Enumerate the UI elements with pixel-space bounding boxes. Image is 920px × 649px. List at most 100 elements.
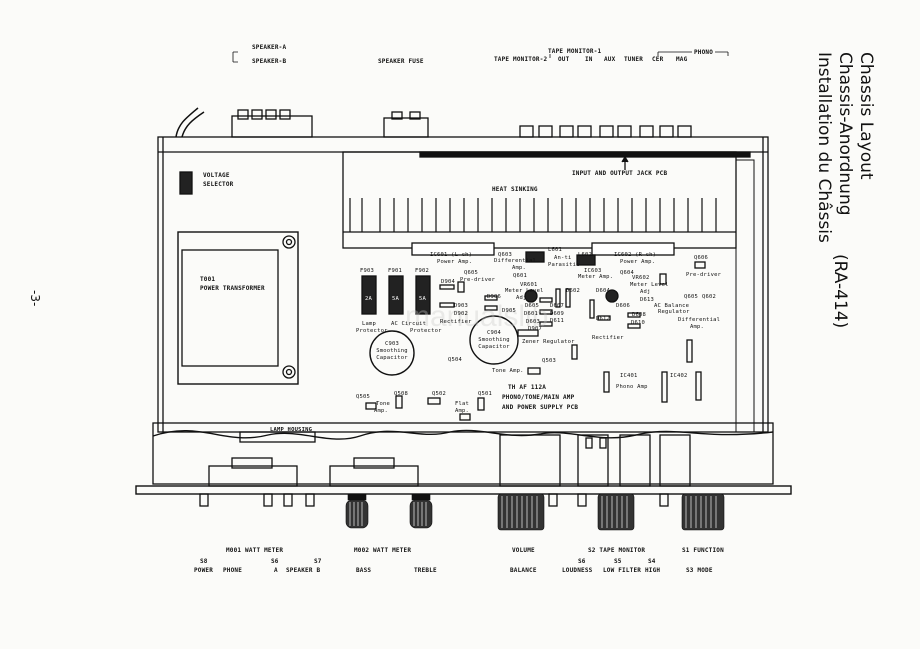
label-d602: D602 (566, 288, 581, 294)
label-pcb-line2: AND POWER SUPPLY PCB (502, 404, 579, 411)
label-flat-amp-2: Amp. (455, 408, 470, 414)
label-q604: Q604 (620, 270, 635, 276)
label-speaker-b: SPEAKER-B (252, 58, 287, 65)
power-transformer (177, 231, 299, 385)
label-d613: D613 (640, 297, 655, 303)
label-f902-val: 5A (419, 296, 427, 302)
label-pcb-line1: PHONO/TONE/MAIN AMP (502, 394, 575, 401)
label-aux: AUX (604, 56, 616, 63)
label-d609: D609 (550, 311, 565, 317)
label-q605-fn: Pre-driver (460, 277, 496, 283)
label-vr601: VR601 (520, 282, 538, 288)
label-speaker-a: SPEAKER-A (252, 44, 287, 51)
front-panel (135, 485, 792, 495)
title-line-2: Chassis-Anordnung (835, 52, 855, 216)
label-d612: D612 (596, 316, 611, 322)
label-lamp-protector-2: Protector (356, 328, 388, 334)
label-f903: F903 (360, 268, 375, 274)
model-label: (RA-414) (830, 254, 850, 329)
title-line-3: Installation du Châssis (814, 52, 834, 243)
label-ic601: IC601 (L-ch) (430, 252, 473, 258)
label-f901: F901 (388, 268, 403, 274)
label-speaker-fuse: SPEAKER FUSE (378, 58, 424, 65)
watermark: manualslib (405, 300, 549, 333)
label-high: HIGH (645, 567, 661, 574)
label-d903: D903 (454, 303, 469, 309)
label-out: OUT (558, 56, 570, 63)
label-d610: D610 (631, 320, 646, 326)
label-treble: TREBLE (414, 567, 437, 574)
label-ic601-fn: Power Amp. (437, 259, 473, 265)
title-line-1: Chassis Layout (856, 52, 876, 180)
fuse-f901 (388, 275, 404, 315)
label-loudness: LOUDNESS (562, 567, 593, 574)
label-d907: D907 (528, 326, 543, 332)
label-balance: BALANCE (510, 567, 537, 574)
label-q601: Q601 (513, 273, 528, 279)
label-q602: Q602 (702, 294, 717, 300)
label-m002: M002 WATT METER (354, 547, 412, 554)
capacitor-c903 (369, 330, 415, 376)
label-s3: S3 MODE (686, 567, 713, 574)
label-speaker-b2: SPEAKER B (286, 567, 321, 574)
label-q603-fn2: Amp. (512, 265, 527, 271)
label-q504: Q504 (448, 357, 463, 363)
label-d907-fn: Zener Regulator (522, 339, 575, 345)
label-d601: D601 (524, 311, 539, 317)
fuse-f902 (415, 275, 431, 315)
label-lamp-protector: Lamp (362, 321, 377, 327)
label-q505: Q505 (356, 394, 371, 400)
label-d613-fn2: Regulator (658, 309, 690, 315)
label-l601-fn2: Parasitic (548, 262, 580, 268)
label-l601-fn: An-ti (554, 255, 572, 261)
label-cer: CER (652, 56, 664, 63)
fuse-f903 (361, 275, 377, 315)
label-low-filter: LOW FILTER (603, 567, 642, 574)
label-s4: S4 (648, 558, 656, 565)
label-l601: L601 (548, 247, 563, 253)
speaker-terminals (231, 115, 313, 138)
function-knob (681, 493, 725, 531)
label-bass: BASS (356, 567, 372, 574)
label-f903-val: 2A (365, 296, 373, 302)
label-s5: S5 (614, 558, 622, 565)
volume-knob (497, 493, 545, 531)
heat-sink-area (342, 151, 737, 249)
label-rectifier-1: Rectifier (440, 319, 472, 325)
label-ac-protector-2: Protector (410, 328, 442, 334)
label-tone-amp-2: Tone (376, 401, 391, 407)
chassis-outline (157, 136, 769, 433)
label-mag: MAG (676, 56, 688, 63)
label-s7: S7 (314, 558, 322, 565)
label-vr602-fn2: Adj (640, 289, 651, 295)
label-d605: D605 (525, 303, 540, 309)
label-tone-amp-1: Tone Amp. (492, 368, 524, 374)
label-f901-val: 5A (392, 296, 400, 302)
label-d906: D906 (487, 294, 502, 300)
label-diff-amp: Differential (678, 317, 721, 323)
label-ic401: IC401 (620, 373, 638, 379)
label-in: IN (585, 56, 593, 63)
label-q605-r: Q605 (684, 294, 699, 300)
label-power-transformer: POWER TRANSFORMER (200, 285, 265, 292)
label-selector: SELECTOR (203, 181, 234, 188)
speaker-fuse-holder (383, 117, 429, 138)
label-d606: D606 (616, 303, 631, 309)
label-diff-amp-2: Amp. (690, 324, 705, 330)
label-q605: Q605 (464, 270, 479, 276)
label-m001: M001 WATT METER (226, 547, 284, 554)
label-phono-amp: Phono Amp (616, 384, 648, 390)
label-ac-protector: AC Circuit (391, 321, 427, 327)
label-ic402: IC402 (670, 373, 688, 379)
label-q502: Q502 (432, 391, 447, 397)
label-th-af: TH AF 112A (508, 384, 547, 391)
heat-sink-fins (349, 198, 717, 232)
label-rectifier-2: Rectifier (592, 335, 624, 341)
label-d613-fn: AC Balance (654, 303, 690, 309)
label-q606: Q606 (694, 255, 709, 261)
label-q606-fn: Pre-driver (686, 272, 722, 278)
label-phono: PHONO (694, 49, 714, 56)
label-l602: L602 (578, 252, 593, 258)
